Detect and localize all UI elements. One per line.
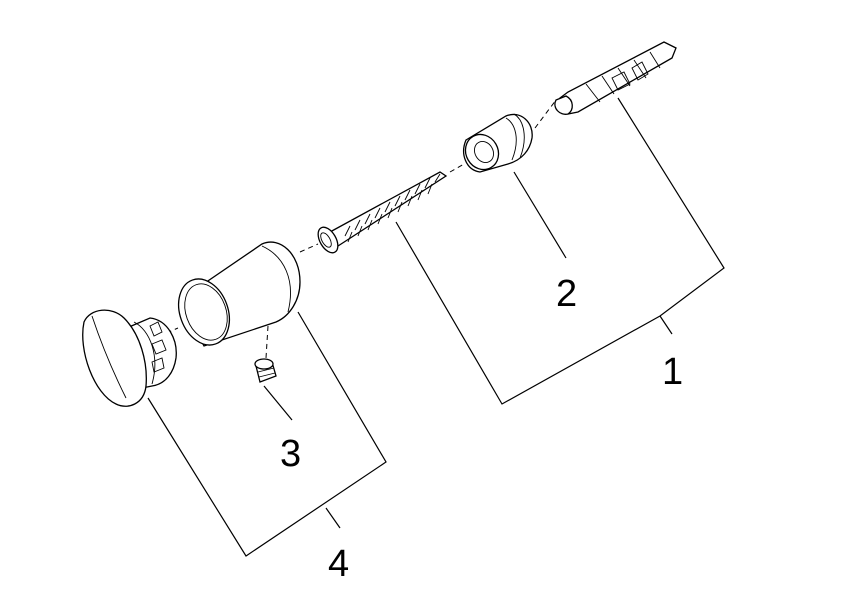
wood-screw	[317, 171, 448, 254]
wall-plug-anchor	[554, 41, 677, 115]
callout-3: 3	[280, 433, 301, 475]
cylinder-cover	[177, 241, 301, 347]
callout-4: 4	[328, 543, 349, 585]
set-screw	[254, 358, 277, 383]
leader-lines	[147, 97, 725, 557]
end-knob	[82, 309, 177, 407]
spacer-sleeve	[463, 113, 533, 173]
assembly-axis	[149, 99, 557, 359]
callout-2: 2	[556, 273, 577, 315]
callout-1: 1	[662, 351, 683, 393]
